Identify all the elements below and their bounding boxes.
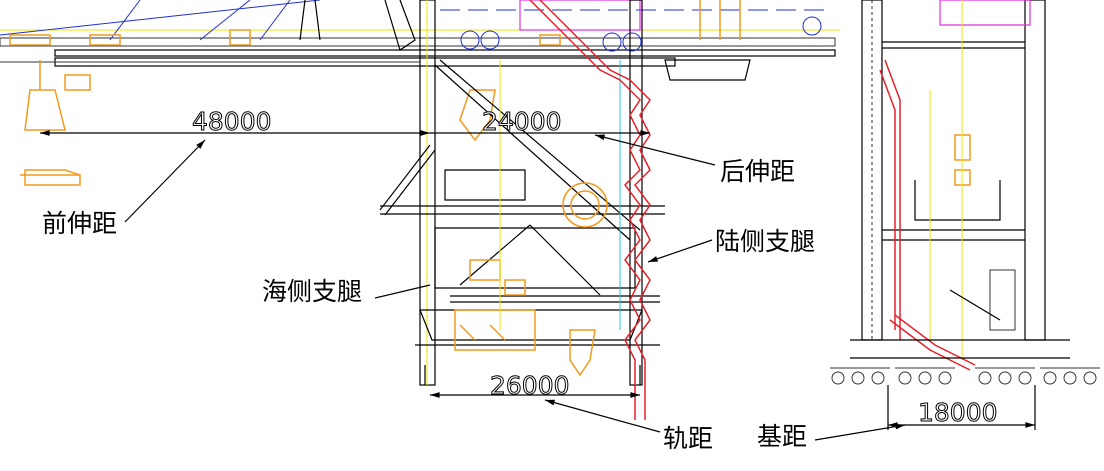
rail-gauge-value: 26000 — [490, 371, 570, 400]
stairs — [529, 0, 651, 420]
annotations: 前伸距 后伸距 陆侧支腿 海侧支腿 26000 轨距 基距 — [42, 134, 906, 453]
back-outreach-label: 后伸距 — [720, 157, 795, 186]
rail-gauge-label: 轨距 — [663, 424, 713, 453]
outreach-dimension: 48000 24000 — [40, 107, 650, 137]
back-outreach-value: 24000 — [482, 107, 562, 136]
land-leg-label: 陆侧支腿 — [715, 227, 815, 256]
grab-bucket — [20, 60, 496, 186]
front-outreach-label: 前伸距 — [42, 209, 117, 238]
base-distance-value: 18000 — [918, 398, 998, 427]
sea-leg-label: 海侧支腿 — [262, 277, 362, 306]
front-outreach-value: 48000 — [192, 107, 272, 136]
base-distance-label: 基距 — [757, 422, 807, 451]
end-view: 18000 — [830, 0, 1100, 430]
